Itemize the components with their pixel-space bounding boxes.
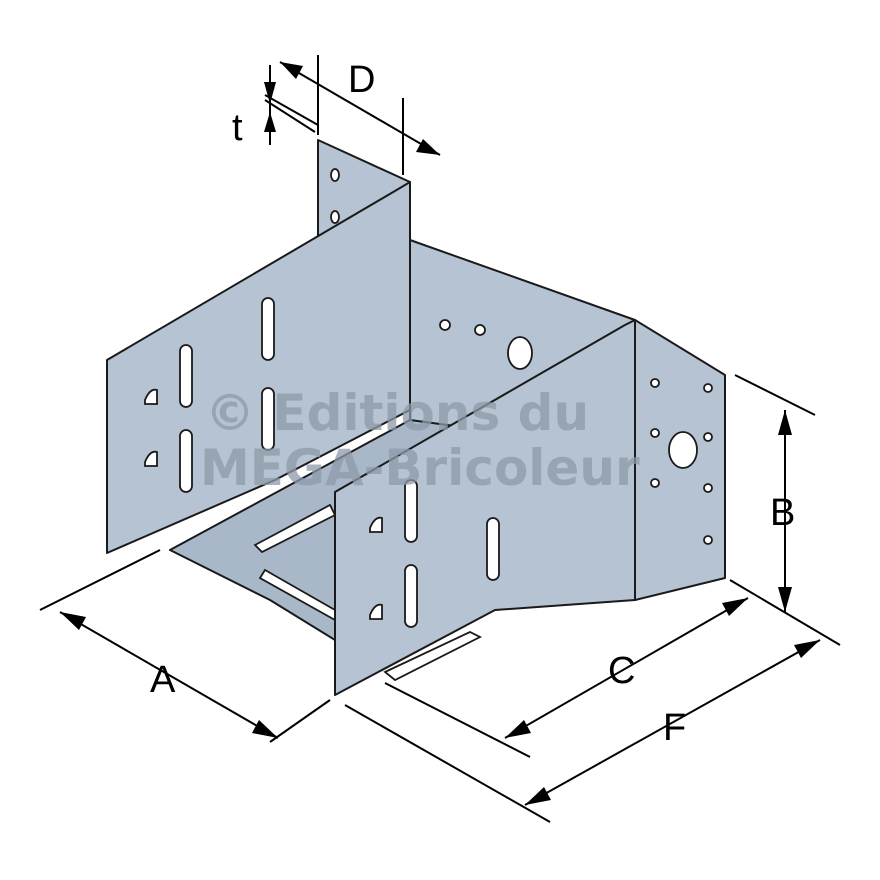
label-b: B: [770, 492, 795, 534]
label-a: A: [150, 659, 176, 701]
watermark-line1: © Editions du: [205, 384, 589, 442]
right-flange: [634, 319, 726, 601]
label-c: C: [608, 650, 635, 692]
label-t: t: [232, 107, 243, 149]
label-d: D: [348, 59, 375, 101]
left-panel: [106, 181, 411, 554]
watermark-line2: MEGA-Bricoleur: [200, 439, 640, 497]
dimension-lines: [39, 55, 841, 823]
right-panel: [334, 319, 636, 696]
label-f: F: [663, 707, 686, 749]
